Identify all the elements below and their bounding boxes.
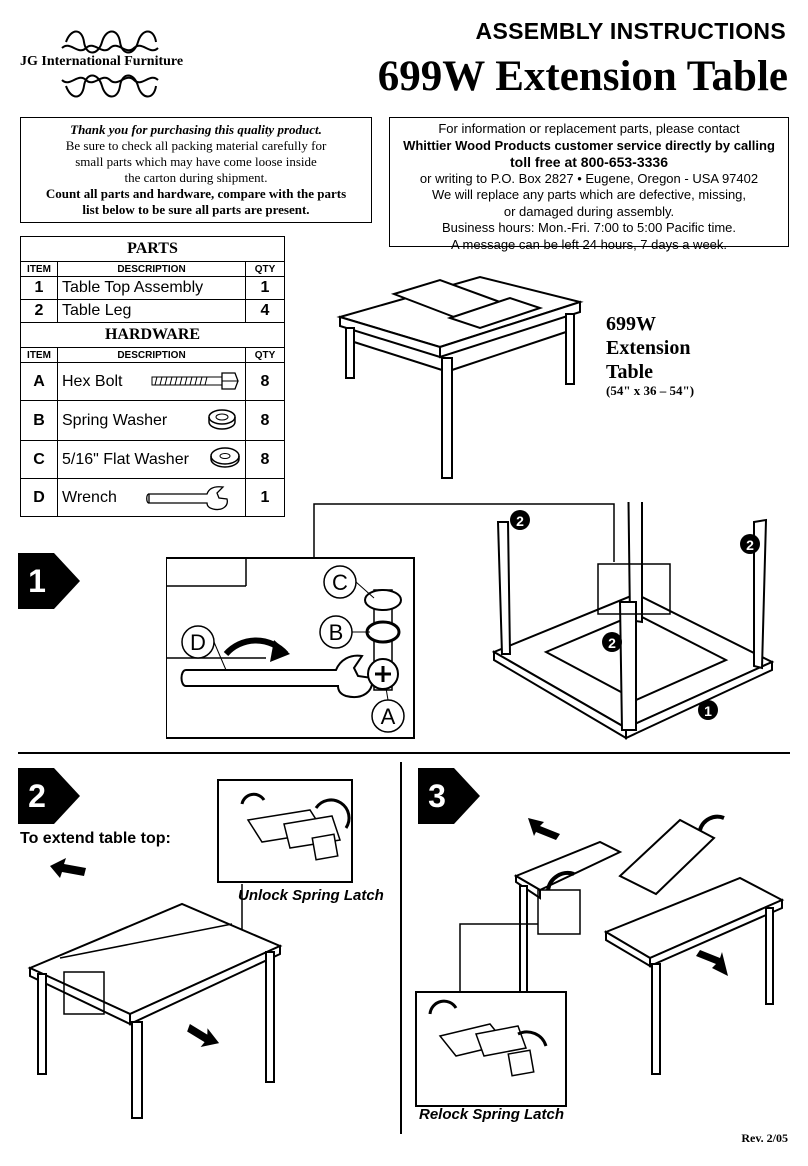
product-label-line: 699W: [606, 313, 656, 335]
spring-washer-icon: [208, 409, 236, 430]
contact-line: Whittier Wood Products customer service …: [403, 137, 775, 153]
brand-name: JG International Furniture: [20, 54, 184, 69]
step-2-heading: To extend table top:: [20, 830, 171, 847]
hardware-qty: 8: [245, 400, 285, 441]
label-d: D: [190, 630, 206, 655]
hardware-desc: 5/16" Flat Washer: [62, 450, 189, 468]
thanks-line: Count all parts and hardware, compare wi…: [45, 186, 347, 201]
hardware-item: A: [20, 362, 58, 401]
label-b: B: [329, 620, 344, 645]
thanks-notice: Thank you for purchasing this quality pr…: [20, 117, 372, 223]
hex-bolt-icon: [151, 372, 239, 390]
document-heading: ASSEMBLY INSTRUCTIONS: [475, 18, 786, 44]
parts-table: PARTS ITEM DESCRIPTION QTY 1 Table Top A…: [20, 236, 285, 519]
product-title: 699W Extension Table: [377, 53, 788, 100]
part-item: 1: [20, 276, 58, 300]
step-2-illustration: [27, 779, 353, 1119]
part-desc: Table Top Assembly: [57, 276, 246, 300]
thanks-line: Thank you for purchasing this quality pr…: [70, 122, 322, 137]
product-dimensions: (54" x 36 – 54"): [606, 383, 695, 398]
hardware-title: HARDWARE: [20, 322, 285, 348]
leg-callout: 2: [746, 537, 754, 553]
thanks-line: Be sure to check all packing material ca…: [65, 138, 327, 153]
step-3-illustration: [415, 814, 785, 1107]
contact-line: We will replace any parts which are defe…: [431, 187, 747, 202]
col-item: ITEM: [20, 261, 58, 277]
step-3-caption: Relock Spring Latch: [419, 1106, 565, 1123]
flat-washer-icon: [210, 447, 240, 468]
contact-line: For information or replacement parts, pl…: [438, 121, 740, 136]
wrench-icon: [146, 486, 228, 511]
step-number: 3: [428, 778, 446, 814]
step-number: 1: [28, 563, 46, 599]
brand-logo: [61, 30, 159, 98]
part-item: 2: [20, 299, 58, 323]
col-item: ITEM: [20, 347, 58, 363]
contact-line: or writing to P.O. Box 2827 • Eugene, Or…: [419, 170, 759, 186]
part-desc: Table Leg: [57, 299, 246, 323]
col-desc: DESCRIPTION: [57, 261, 246, 277]
col-qty: QTY: [245, 261, 285, 277]
section-divider: [18, 752, 790, 754]
part-qty: 4: [245, 299, 285, 323]
part-qty: 1: [245, 276, 285, 300]
product-label-line: Extension: [606, 337, 691, 359]
hardware-qty: 8: [245, 440, 285, 479]
thanks-line: the carton during shipment.: [124, 170, 268, 185]
product-label-line: Table: [606, 361, 654, 383]
step-1-bolt-detail: C B D A 2 2 2 2 1: [166, 502, 775, 740]
phone-number: toll free at 800-653-3336: [510, 154, 668, 170]
col-qty: QTY: [245, 347, 285, 363]
parts-title: PARTS: [20, 236, 285, 262]
top-callout: 1: [704, 703, 712, 719]
contact-info: For information or replacement parts, pl…: [389, 117, 789, 252]
section-divider: [400, 762, 402, 1134]
assembled-table-illustration: [336, 275, 584, 479]
hardware-item: D: [20, 478, 58, 517]
contact-line: A message can be left 24 hours, 7 days a…: [450, 236, 728, 252]
hardware-desc: Hex Bolt: [62, 372, 123, 390]
label-a: A: [381, 704, 396, 729]
thanks-line: small parts which may have come loose in…: [75, 154, 317, 169]
step-2-badge: 2: [18, 768, 80, 824]
hardware-qty: 8: [245, 362, 285, 401]
product-label: 699W Extension Table (54" x 36 – 54"): [606, 312, 694, 398]
hardware-item: B: [20, 400, 58, 441]
hardware-desc: Wrench: [62, 488, 117, 506]
step-number: 2: [28, 778, 46, 814]
hardware-desc: Spring Washer: [62, 411, 168, 429]
step-2-caption: Unlock Spring Latch: [238, 887, 384, 904]
leg-callout: 2: [608, 635, 616, 651]
hardware-qty: 1: [245, 478, 285, 517]
col-desc: DESCRIPTION: [57, 347, 246, 363]
hardware-item: C: [20, 440, 58, 479]
leg-callout: 2: [516, 513, 524, 529]
thanks-line: list below to be sure all parts are pres…: [82, 202, 310, 217]
revision-note: Rev. 2/05: [741, 1131, 788, 1145]
label-c: C: [332, 570, 348, 595]
contact-line: Business hours: Mon.-Fri. 7:00 to 5:00 P…: [441, 220, 737, 235]
contact-line: or damaged during assembly.: [503, 203, 675, 219]
step-3-badge: 3: [418, 768, 480, 824]
step-1-badge: 1: [18, 553, 80, 609]
